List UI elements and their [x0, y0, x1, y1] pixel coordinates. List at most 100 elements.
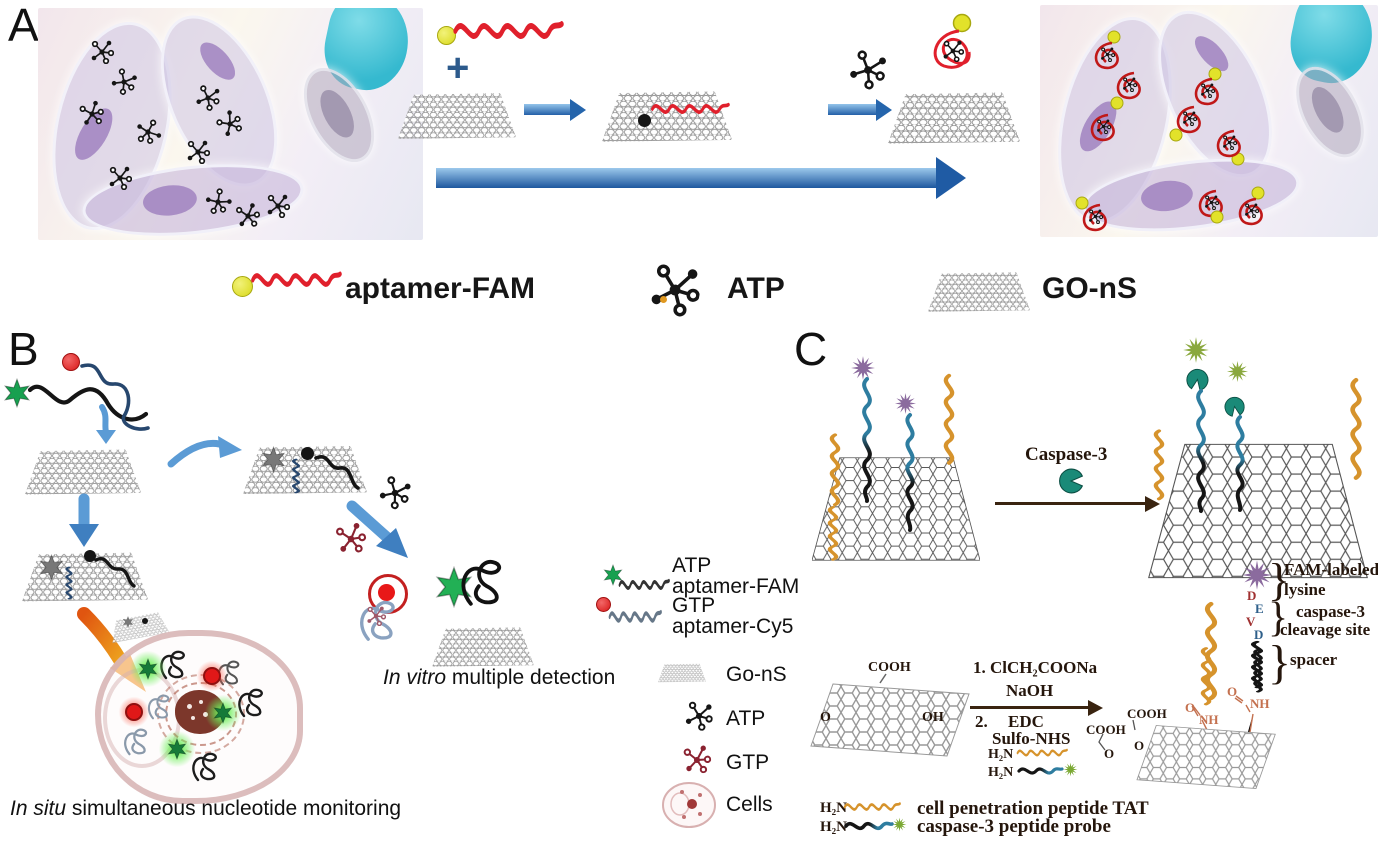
- aptamer-loops-gray: [146, 694, 172, 720]
- gtp-aptamer-strand: [608, 602, 662, 632]
- panel-b-label: B: [8, 323, 39, 375]
- reaction-arrow: [970, 706, 1088, 709]
- atp-molecule-icon: [683, 700, 715, 732]
- probe-legend-label: caspase-3 peptide probe: [917, 816, 1111, 837]
- fam-labeled-label: FAM-labeled: [1284, 560, 1378, 579]
- go-ns-sheet: [888, 86, 1020, 150]
- quenched-cy5-dot: [84, 550, 96, 562]
- reaction-step2-reagent2: Sulfo-NHS: [992, 729, 1071, 748]
- arrow-curved-right: [167, 436, 242, 468]
- reaction-step1-base: NaOH: [1006, 681, 1054, 700]
- bond-line: [879, 673, 887, 684]
- in-vitro-caption: In vitro multiple detection: [383, 666, 615, 690]
- product-o-label: O: [1134, 738, 1145, 753]
- nucleolus-dot: [187, 704, 192, 709]
- legend-atp-aptamer-line1: ATP: [672, 554, 712, 577]
- tat-peptide-strand: [1342, 376, 1370, 488]
- lysine-label: lysine: [1284, 580, 1326, 599]
- nucleolus-dot: [191, 716, 195, 720]
- legend-atp-label: ATP: [726, 707, 766, 730]
- quenched-cy5-dot: [301, 447, 314, 460]
- panel-a-label: A: [8, 0, 39, 51]
- arrow-down-thick: [69, 493, 99, 547]
- tat-peptide-strand: [843, 797, 901, 817]
- quenched-fam-star: [122, 616, 134, 628]
- atp-molecule-icon: [108, 166, 132, 190]
- aptamer-atp-complex: [1169, 105, 1201, 142]
- atp-aptamer-strand: [27, 384, 149, 422]
- aptamer-atp-complex: [1238, 186, 1265, 226]
- fam-star-icon: [166, 738, 188, 760]
- in-vitro-rest: multiple detection: [446, 666, 616, 689]
- caspase-probe-strand: [1017, 767, 1064, 775]
- cy5-dye-dot: [596, 597, 611, 612]
- amine-label: H₂N: [820, 819, 847, 835]
- aptamer-atp-complex: [1194, 67, 1222, 106]
- go-o-label: O: [820, 710, 831, 725]
- aptamer-loops-gray: [122, 728, 150, 756]
- cy5-signal-glow: [118, 696, 150, 728]
- fam-signal-glow: [158, 730, 196, 768]
- residue-letter: V: [1246, 614, 1256, 629]
- reaction-step2-reagent: EDC: [1008, 712, 1044, 731]
- gtp-molecule-icon: [681, 744, 713, 776]
- legend-gtp-aptamer-line2: aptamer-Cy5: [672, 615, 794, 638]
- go-oh-label: OH: [922, 710, 944, 725]
- released-aptamer-atp-complex: [933, 13, 972, 69]
- quenched-dye-dot: [638, 114, 651, 127]
- brace-cleavage: }: [1268, 595, 1289, 641]
- legend-go-ns-label: GO-nS: [1042, 272, 1137, 305]
- brace-spacer: }: [1268, 636, 1292, 689]
- panel-c-label: C: [794, 323, 828, 375]
- amide-o-label: O: [1227, 684, 1238, 699]
- cy5-dye-dot: [125, 703, 143, 721]
- tat-peptide-strand: [1146, 428, 1172, 506]
- cy5-dye-dot: [62, 353, 80, 371]
- released-fam-star: [1182, 336, 1210, 364]
- reaction-arrow: [995, 502, 1145, 505]
- residue-letter: D: [1247, 588, 1257, 603]
- aptamer-atp-complex: [1075, 196, 1107, 232]
- fam-dye-ball: [232, 276, 253, 297]
- reaction-step1: 1. ClCH₂COONa: [973, 658, 1098, 677]
- brace-fam-lysine: }: [1268, 554, 1291, 605]
- product-cooh-label: COOH: [1127, 706, 1167, 721]
- tat-peptide-strand: [822, 432, 848, 512]
- reaction-step2-num: 2.: [975, 712, 988, 731]
- aptamer-atp-complex: [1110, 71, 1141, 110]
- legend-cells-label: Cells: [726, 793, 773, 816]
- tat-peptide-strand: [1016, 744, 1068, 762]
- arrow-right: [524, 104, 570, 115]
- go-ns-sheet: [12, 448, 154, 496]
- cleavage-site-label: cleavage site: [1280, 620, 1371, 639]
- in-vitro-italic: In vitro: [383, 666, 447, 689]
- adsorbed-aptamer-red: [650, 96, 730, 122]
- nucleus: [194, 36, 242, 86]
- gtp-molecule-icon: [366, 606, 386, 626]
- nucleus: [141, 182, 199, 219]
- arrow-diagonal-thick: [346, 500, 408, 558]
- micrograph-cells-before: [38, 8, 423, 240]
- atp-aptamer-strand: [94, 557, 136, 588]
- fam-star-icon: [137, 658, 159, 680]
- cleaved-probe-strand: [1235, 415, 1245, 512]
- go-ns-sheet: [408, 626, 558, 668]
- quenched-cy5-dot: [142, 618, 148, 624]
- fam-signal-glow: [204, 694, 242, 732]
- product-bond-lines: [1098, 719, 1136, 751]
- fam-dye-ball: [437, 26, 456, 45]
- go-sheet-structure: [810, 680, 972, 760]
- nucleolus-dot: [199, 700, 203, 704]
- quenched-fam-star: [260, 446, 287, 473]
- legend-gtp-label: GTP: [726, 751, 770, 774]
- legend-go-ns-label: Go-nS: [726, 663, 787, 686]
- in-situ-rest: simultaneous nucleotide monitoring: [66, 797, 402, 820]
- legend-aptamer-fam-label: aptamer-FAM: [345, 272, 536, 305]
- amine-label: H₂N: [988, 747, 1014, 762]
- legend-gtp-aptamer-line1: GTP: [672, 594, 716, 617]
- nucleus: [313, 84, 361, 143]
- aptamer-atp-complex: [1198, 189, 1224, 224]
- cy5-dye-dot: [378, 584, 395, 601]
- gtp-aptamer-strand: [80, 363, 150, 431]
- atp-molecule-icon: [266, 194, 290, 218]
